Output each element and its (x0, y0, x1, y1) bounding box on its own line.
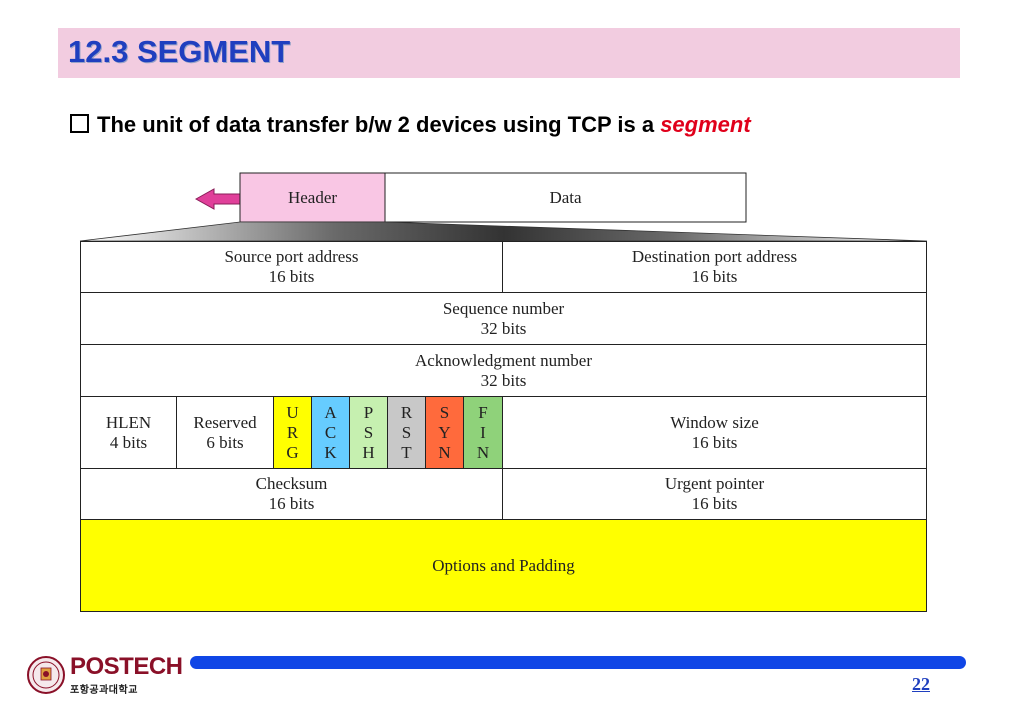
header-box-label: Header (287, 187, 338, 207)
sequence-number-name: Sequence number (442, 298, 565, 318)
flag-letter: S (439, 402, 450, 422)
bullet-text: The unit of data transfer b/w 2 devices … (97, 112, 655, 137)
checksum-size: 16 bits (268, 494, 315, 513)
flag-fin: F I N (463, 396, 503, 469)
urgent-pointer-size: 16 bits (691, 494, 738, 513)
source-port-size: 16 bits (268, 267, 315, 286)
destination-port-name: Destination port address (631, 247, 798, 266)
urgent-pointer-cell: Urgent pointer 16 bits (502, 468, 927, 520)
flag-letter: C (324, 422, 337, 442)
postech-logo-text: POSTECH (70, 653, 183, 680)
data-box-label: Data (549, 187, 582, 207)
header-expansion-connector (79, 221, 928, 242)
hlen-cell: HLEN 4 bits (80, 396, 177, 469)
page-number: 22 (912, 674, 930, 694)
flag-letter: G (286, 442, 299, 462)
flag-letter: S (401, 422, 412, 442)
flag-letter: Y (438, 422, 451, 442)
flag-letter: N (476, 442, 490, 462)
options-padding-name: Options and Padding (432, 555, 575, 575)
slide-title: 12.3 SEGMENT (68, 34, 291, 69)
flag-letter: H (362, 442, 375, 462)
bullet-point: The unit of data transfer b/w 2 devices … (70, 112, 751, 142)
destination-port-cell: Destination port address 16 bits (502, 241, 927, 293)
ack-number-size: 32 bits (480, 370, 527, 390)
destination-port-size: 16 bits (691, 267, 738, 286)
hlen-name: HLEN (105, 412, 152, 432)
title-bar: 12.3 SEGMENT (58, 28, 960, 78)
flag-letter: A (324, 402, 337, 422)
flag-syn: S Y N (425, 396, 464, 469)
postech-seal-icon (27, 656, 65, 694)
ack-number-name: Acknowledgment number (414, 350, 593, 370)
urgent-pointer-name: Urgent pointer (664, 474, 765, 493)
flag-letter: P (363, 402, 374, 422)
options-padding-cell: Options and Padding (80, 519, 927, 612)
flag-letter: U (286, 402, 299, 422)
hlen-size: 4 bits (109, 432, 148, 452)
source-port-cell: Source port address 16 bits (80, 241, 503, 293)
flag-letter: N (438, 442, 451, 462)
window-size-size: 16 bits (691, 432, 738, 452)
reserved-name: Reserved (193, 412, 257, 432)
reserved-cell: Reserved 6 bits (176, 396, 274, 469)
sequence-number-size: 32 bits (480, 318, 527, 338)
left-arrow-icon (194, 188, 241, 210)
window-size-name: Window size (670, 412, 759, 432)
postech-logo-subtitle: 포항공과대학교 (70, 685, 138, 696)
flag-letter: S (363, 422, 374, 442)
flag-letter: I (480, 422, 486, 442)
checksum-cell: Checksum 16 bits (80, 468, 503, 520)
flag-letter: R (286, 422, 299, 442)
flag-letter: T (401, 442, 412, 462)
flag-letter: K (324, 442, 337, 462)
source-port-name: Source port address (224, 247, 359, 266)
flag-letter: R (400, 402, 413, 422)
flag-letter: F (478, 402, 488, 422)
window-size-cell: Window size 16 bits (502, 396, 927, 469)
checksum-name: Checksum (255, 474, 328, 493)
ack-number-cell: Acknowledgment number 32 bits (80, 344, 927, 397)
flag-rst: R S T (387, 396, 426, 469)
footer-line (190, 656, 966, 669)
flag-ack: A C K (311, 396, 350, 469)
bullet-emphasis: segment (660, 112, 751, 137)
square-bullet-icon (70, 114, 89, 133)
reserved-size: 6 bits (206, 432, 244, 452)
flag-psh: P S H (349, 396, 388, 469)
sequence-number-cell: Sequence number 32 bits (80, 292, 927, 345)
flag-urg: U R G (273, 396, 312, 469)
